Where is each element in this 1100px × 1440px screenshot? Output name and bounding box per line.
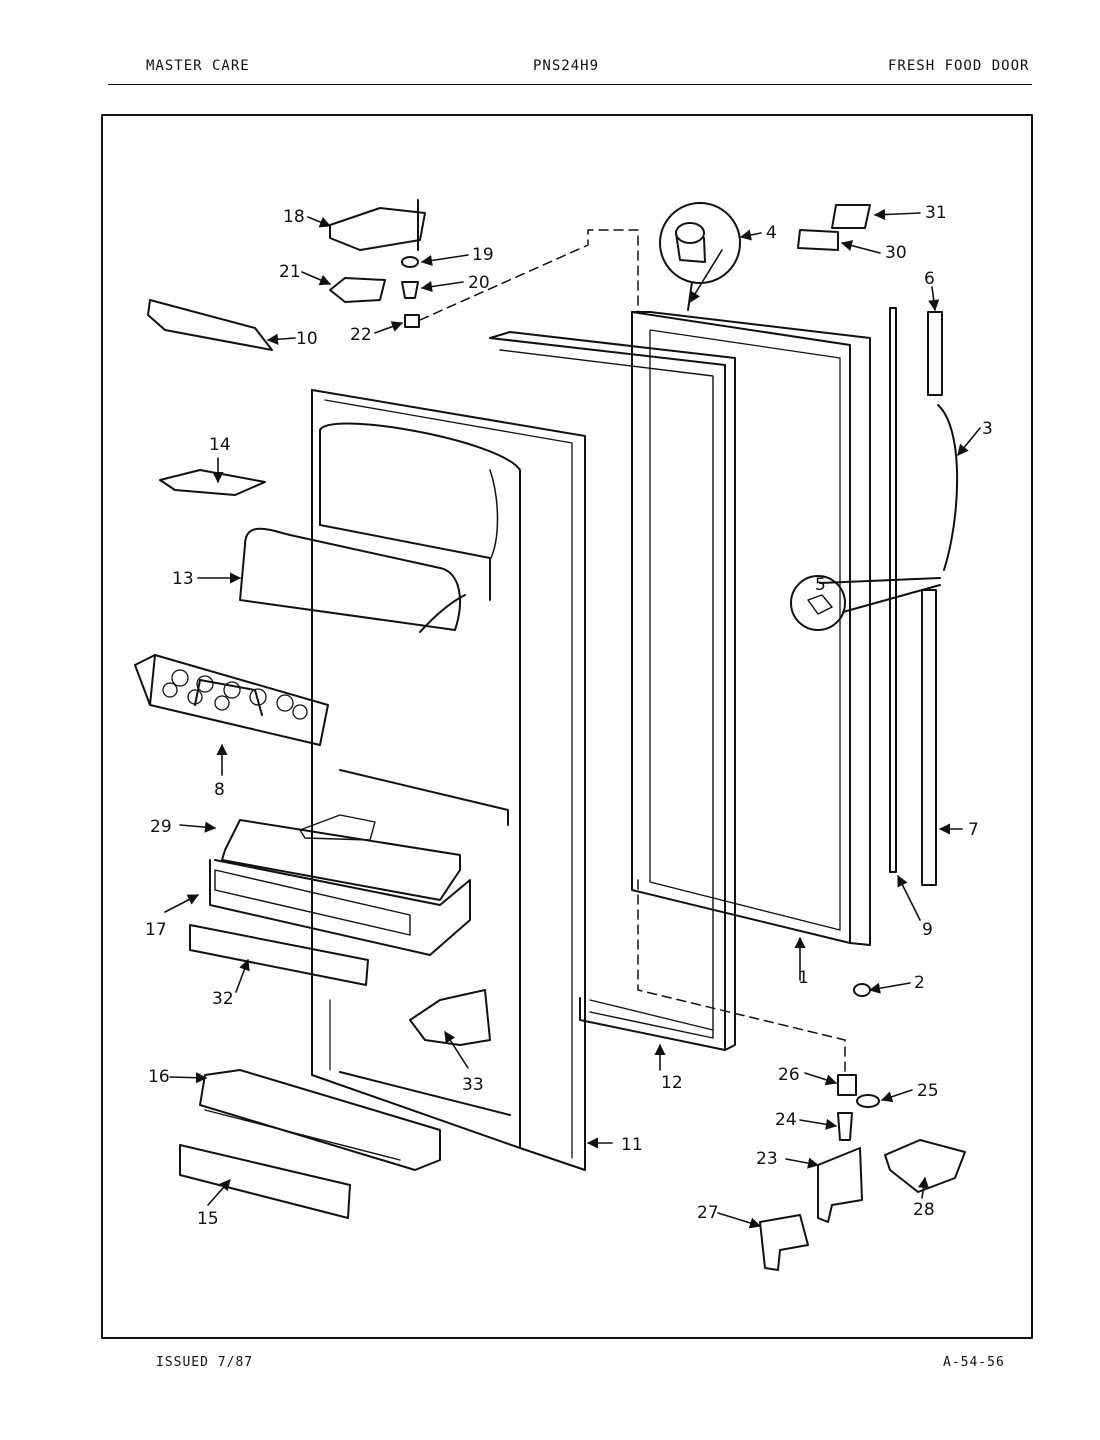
callout-8: 8 — [214, 780, 225, 800]
shelf-trim-strip — [189, 924, 369, 986]
callout-28: 28 — [913, 1200, 935, 1220]
callout-27: 27 — [697, 1203, 719, 1223]
callout-2: 2 — [914, 973, 925, 993]
callout-14: 14 — [209, 435, 231, 455]
part-3-wire — [937, 404, 959, 571]
callout-11: 11 — [621, 1135, 643, 1155]
part-19-washer — [401, 256, 419, 268]
part-5-detail — [790, 575, 941, 631]
callout-15: 15 — [197, 1209, 219, 1229]
callout-30: 30 — [885, 243, 907, 263]
part-33-shape — [409, 989, 491, 1046]
callout-24: 24 — [775, 1110, 797, 1130]
door-shelf-bin — [209, 859, 471, 956]
callout-17: 17 — [145, 920, 167, 940]
hinge-bar — [147, 299, 273, 351]
footer-issued: ISSUED 7/87 — [156, 1355, 254, 1370]
part-6-trim — [927, 311, 943, 396]
part-14-shape — [159, 469, 266, 496]
callout-numbers: 1 2 3 4 5 6 7 8 9 10 11 12 13 14 15 16 1… — [145, 203, 993, 1229]
header-model: PNS24H9 — [533, 58, 600, 74]
part-2-plug — [853, 983, 871, 997]
callout-20: 20 — [468, 273, 490, 293]
callout-29: 29 — [150, 817, 172, 837]
dairy-door-cover — [239, 527, 466, 633]
header-rule — [108, 84, 1032, 85]
part-28-plate — [884, 1139, 966, 1193]
callout-4: 4 — [766, 223, 777, 243]
lower-hinge — [817, 1147, 863, 1223]
assembly-lines — [419, 229, 846, 1076]
part-4-cam — [659, 202, 741, 311]
callout-22: 22 — [350, 325, 372, 345]
callout-31: 31 — [925, 203, 947, 223]
callout-26: 26 — [778, 1065, 800, 1085]
egg-tray — [134, 654, 329, 746]
callout-23: 23 — [756, 1149, 778, 1169]
callout-32: 32 — [212, 989, 234, 1009]
top-hinge — [329, 207, 426, 251]
part-24-pin — [837, 1112, 853, 1141]
callout-16: 16 — [148, 1067, 170, 1087]
shelf-cover — [221, 814, 461, 901]
callout-1: 1 — [798, 968, 809, 988]
part-30-plate — [797, 229, 839, 251]
callout-25: 25 — [917, 1081, 939, 1101]
part-25-washer — [856, 1094, 880, 1108]
part-27-bracket — [759, 1214, 809, 1271]
callout-6: 6 — [924, 269, 935, 289]
door-gasket — [489, 331, 736, 1051]
footer-code: A-54-56 — [943, 1355, 1005, 1370]
callout-33: 33 — [462, 1075, 484, 1095]
bottom-door-shelf — [199, 1069, 441, 1171]
part-9-rod — [889, 307, 897, 873]
part-26-part — [837, 1074, 857, 1096]
bottom-trim-strip — [179, 1144, 351, 1219]
diagram-frame — [101, 114, 1033, 1339]
callout-3: 3 — [982, 419, 993, 439]
callout-7: 7 — [968, 820, 979, 840]
part-22-block — [404, 314, 420, 328]
header-section: FRESH FOOD DOOR — [888, 58, 1030, 74]
callout-13: 13 — [172, 569, 194, 589]
part-31-cover — [831, 204, 871, 229]
callout-19: 19 — [472, 245, 494, 265]
callout-12: 12 — [661, 1073, 683, 1093]
callout-18: 18 — [283, 207, 305, 227]
part-20-bushing — [401, 281, 419, 299]
hinge-shim — [329, 277, 386, 303]
leader-arrows — [164, 208, 981, 1229]
header-brand: MASTER CARE — [146, 58, 250, 74]
callout-9: 9 — [922, 920, 933, 940]
callout-10: 10 — [296, 329, 318, 349]
outer-door-panel — [631, 311, 871, 946]
part-7-trim — [921, 589, 937, 886]
callout-5: 5 — [815, 575, 826, 595]
callout-21: 21 — [279, 262, 301, 282]
door-liner — [311, 389, 586, 1171]
